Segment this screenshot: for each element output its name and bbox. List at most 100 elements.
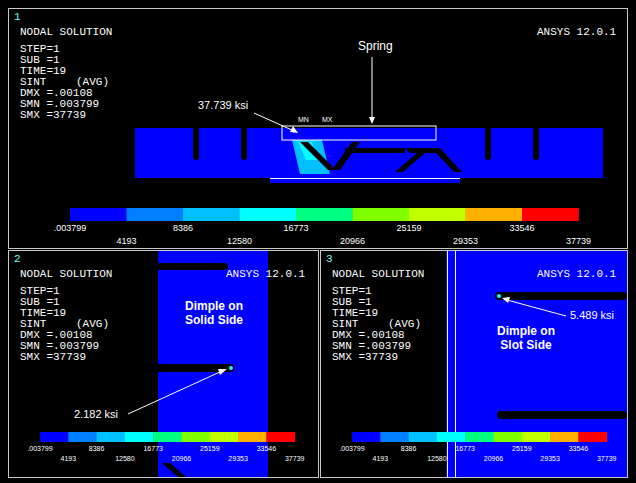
window-number: 3 (326, 254, 333, 265)
spring-plate (135, 128, 603, 178)
contour-value: 33546 (569, 445, 588, 452)
stress-callout: 2.182 ksi (74, 409, 118, 420)
min-marker: MN (298, 116, 309, 123)
min-value: SMN =.003799 (332, 341, 411, 352)
result-panel: 2NODAL SOLUTIONSTEP=1SUB =1TIME=19SINT(A… (8, 250, 319, 478)
color-bar-segment (522, 432, 551, 442)
slot (150, 263, 228, 270)
min-value: SMN =.003799 (20, 341, 99, 352)
result-mode: (AVG) (388, 319, 421, 330)
arrowhead (369, 117, 375, 124)
contour-value: 12580 (115, 455, 134, 462)
time-info: TIME=19 (20, 308, 66, 319)
view-title: Dimple on Slot Side (487, 325, 565, 353)
stress-callout: 37.739 ksi (198, 100, 248, 111)
slot (497, 411, 627, 419)
color-bar-segment (437, 432, 466, 442)
contour-value: 16773 (283, 224, 308, 233)
contour-value: .003799 (27, 445, 52, 452)
color-bar-segment (465, 432, 494, 442)
color-bar-segment (97, 432, 126, 442)
contour-value: 8386 (89, 445, 105, 452)
color-bars (40, 208, 607, 442)
slot (241, 124, 247, 160)
color-bar-segment (240, 208, 297, 221)
color-bar-segment (352, 432, 381, 442)
stress-zone (497, 294, 501, 298)
arrowhead (502, 297, 510, 303)
leader-line (128, 371, 222, 414)
edge-line (455, 251, 456, 477)
color-bar-segment (153, 432, 182, 442)
color-bar-segment (70, 208, 127, 221)
spring-slot (162, 463, 186, 477)
time-info: TIME=19 (20, 66, 66, 77)
min-value: SMN =.003799 (20, 99, 99, 110)
contour-value: 25159 (512, 445, 531, 452)
contour-value: 4193 (116, 237, 136, 246)
spring-slot (395, 153, 425, 172)
spring-label: Spring (358, 40, 393, 52)
result-type: NODAL SOLUTION (20, 269, 112, 280)
base-strip (270, 178, 460, 183)
substep-info: SUB =1 (20, 297, 60, 308)
edge-line (447, 251, 448, 477)
spring-outline (282, 126, 436, 140)
contour-value: 37739 (597, 455, 616, 462)
result-type: NODAL SOLUTION (20, 27, 112, 38)
arrowhead (218, 369, 227, 375)
result-item: SINT (332, 319, 358, 330)
view-title: Dimple on Solid Side (175, 300, 253, 328)
result-panel: 3NODAL SOLUTIONSTEP=1SUB =1TIME=19SINT(A… (320, 250, 628, 478)
color-bar-segment (353, 208, 410, 221)
contour-value: 16773 (143, 445, 162, 452)
color-bar-segment (550, 432, 579, 442)
max-marker: MX (322, 116, 333, 123)
color-bar-segment (494, 432, 523, 442)
result-type: NODAL SOLUTION (332, 269, 424, 280)
contour-value: 4193 (61, 455, 77, 462)
software-version: ANSYS 12.0.1 (537, 27, 616, 38)
spring-slot (332, 142, 360, 170)
max-displacement: DMX =.00108 (20, 330, 93, 341)
max-value: SMX =37739 (20, 352, 86, 363)
contour-value: 37739 (285, 455, 304, 462)
result-item: SINT (20, 77, 46, 88)
contour-value: 20966 (172, 455, 191, 462)
slot (495, 292, 627, 300)
contour-value: .003799 (54, 224, 87, 233)
contour-value: 4193 (373, 455, 389, 462)
max-value: SMX =37739 (332, 352, 398, 363)
step-info: STEP=1 (332, 286, 372, 297)
max-value: SMX =37739 (20, 110, 86, 121)
step-info: STEP=1 (20, 286, 60, 297)
leader-line (372, 57, 373, 120)
step-info: STEP=1 (20, 44, 60, 55)
stress-zone (229, 366, 233, 370)
contour-value: 29353 (540, 455, 559, 462)
contour-value: 12580 (227, 237, 252, 246)
color-bar-segment (380, 432, 409, 442)
spring-slot (345, 148, 405, 153)
contour-value: 29353 (453, 237, 478, 246)
result-panel: 1NODAL SOLUTIONSTEP=1SUB =1TIME=19SINT(A… (8, 8, 628, 249)
software-version: ANSYS 12.0.1 (226, 269, 305, 280)
contour-value: 33546 (257, 445, 276, 452)
color-bar-segment (409, 208, 466, 221)
max-displacement: DMX =.00108 (332, 330, 405, 341)
color-bar-segment (210, 432, 239, 442)
color-bar-segment (40, 432, 69, 442)
substep-info: SUB =1 (20, 55, 60, 66)
contour-value: .003799 (339, 445, 364, 452)
spring-slot (300, 142, 336, 170)
contour-value: 12580 (427, 455, 446, 462)
contour-value: 33546 (509, 224, 534, 233)
leader-line (507, 300, 566, 316)
dimple-region (446, 251, 627, 477)
color-bar-segment (578, 432, 607, 442)
edge-line (270, 178, 460, 179)
contour-value: 25159 (396, 224, 421, 233)
color-bar-segment (296, 208, 353, 221)
slot (485, 124, 491, 160)
